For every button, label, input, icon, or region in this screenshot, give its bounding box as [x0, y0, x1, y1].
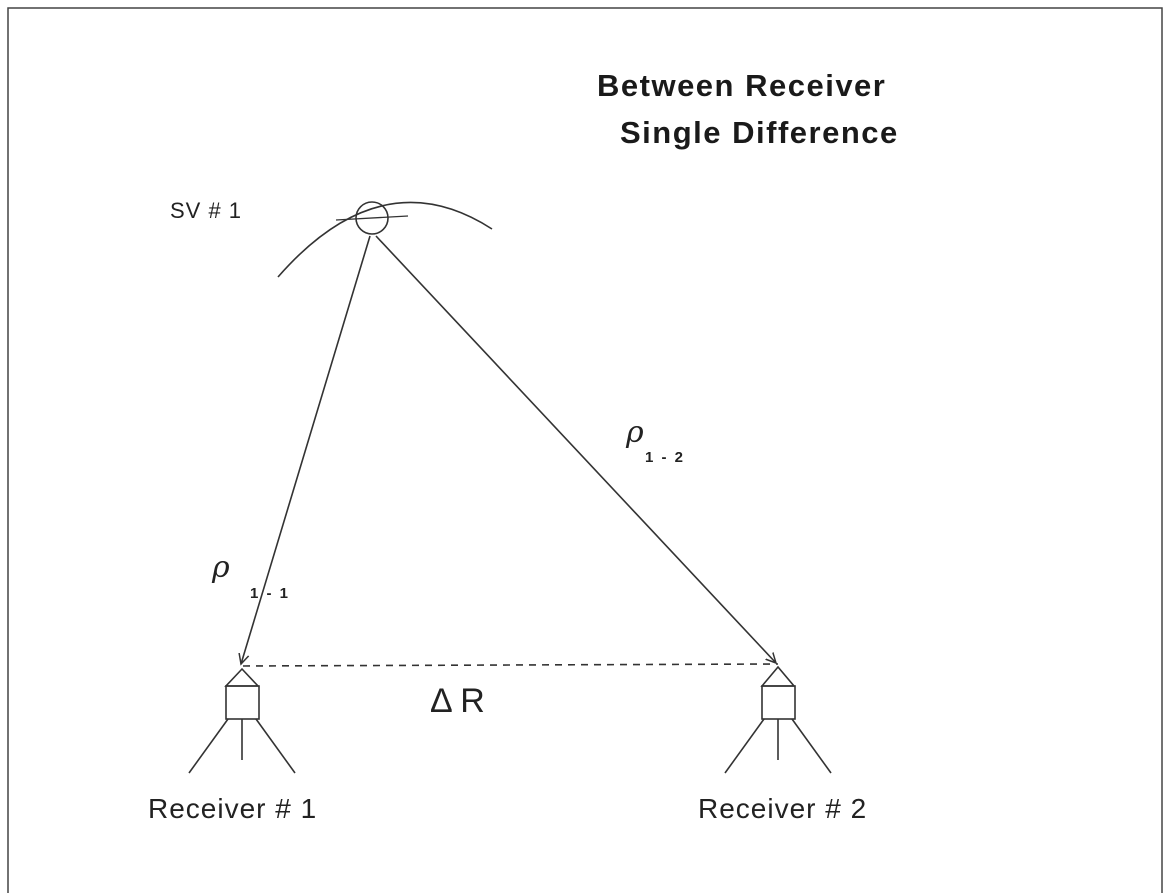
range-line-receiver-2	[375, 235, 776, 663]
range-2-symbol: ρ	[625, 415, 644, 450]
range-2-subscript: 1 - 2	[645, 449, 685, 466]
diagram-border	[7, 7, 1163, 893]
receiver-1-icon	[188, 667, 296, 774]
baseline-dashed-line	[242, 663, 779, 667]
range-1-subscript: 1 - 1	[250, 585, 290, 602]
receiver-2-icon	[724, 665, 832, 774]
title-line-2: Single Difference	[620, 115, 899, 150]
receiver-1-label: Receiver # 1	[148, 793, 317, 824]
range-1-symbol: ρ	[211, 550, 230, 585]
orbit-arc	[277, 201, 493, 278]
title-line-1: Between Receiver	[597, 68, 886, 103]
satellite-label: SV # 1	[170, 198, 242, 223]
baseline-label: Δ R	[430, 682, 485, 720]
satellite-icon	[335, 201, 409, 235]
receiver-2-label: Receiver # 2	[698, 793, 867, 824]
range-line-receiver-1	[241, 235, 371, 664]
